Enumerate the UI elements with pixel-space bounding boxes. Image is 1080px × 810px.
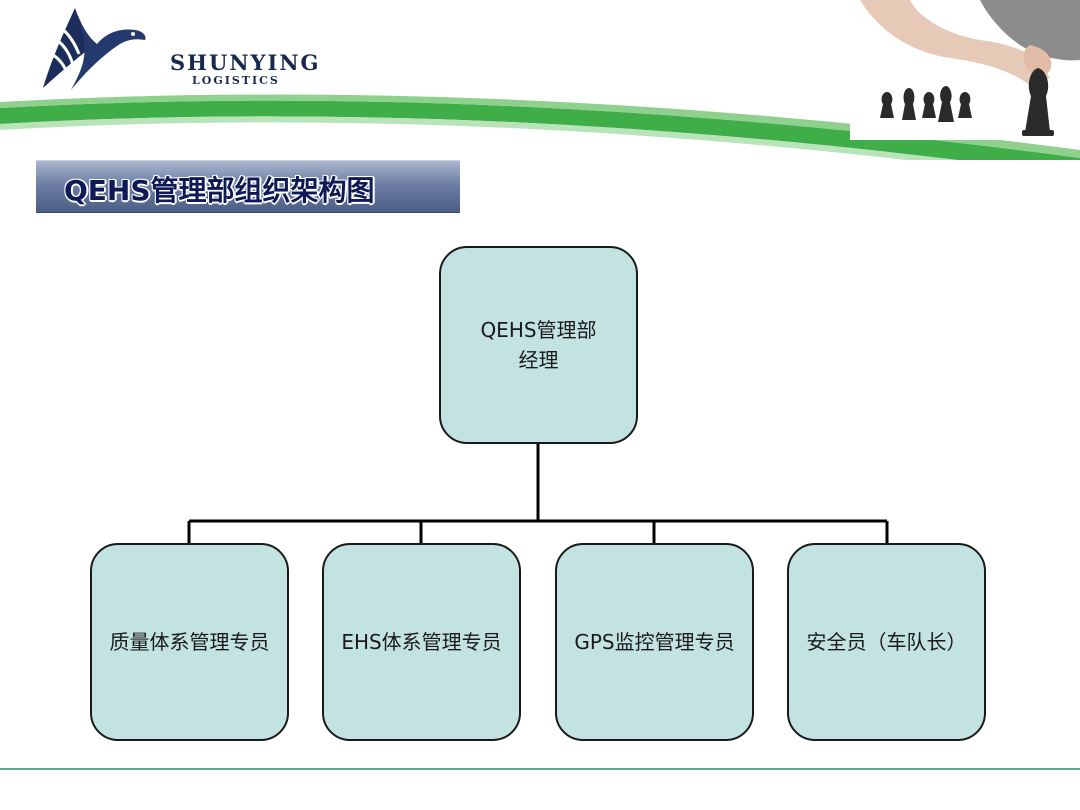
slide-title-bar: QEHS管理部组织架构图 (36, 160, 460, 213)
org-node-ehs-specialist: EHS体系管理专员 (322, 543, 521, 741)
org-node-label: EHS体系管理专员 (341, 630, 502, 654)
org-node-label: 质量体系管理专员 (109, 630, 270, 654)
org-node-label: QEHS管理部 经理 (480, 318, 597, 372)
org-node-safety-officer: 安全员（车队长） (787, 543, 986, 741)
org-node-quality-specialist: 质量体系管理专员 (90, 543, 289, 741)
org-node-gps-specialist: GPS监控管理专员 (555, 543, 754, 741)
brand-name: SHUNYING (170, 50, 321, 75)
footer-divider (0, 768, 1080, 770)
eagle-logo-icon (43, 8, 146, 90)
company-logo: SHUNYING LOGISTICS (30, 0, 318, 100)
org-node-label: 安全员（车队长） (806, 630, 967, 654)
brand-subtitle: LOGISTICS (192, 74, 280, 87)
org-node-qehs-manager: QEHS管理部 经理 (439, 246, 638, 444)
chess-hand-image (850, 0, 1080, 140)
slide-header: SHUNYING LOGISTICS (0, 0, 1080, 160)
slide-title: QEHS管理部组织架构图 (64, 174, 375, 207)
org-node-label: GPS监控管理专员 (574, 630, 735, 654)
